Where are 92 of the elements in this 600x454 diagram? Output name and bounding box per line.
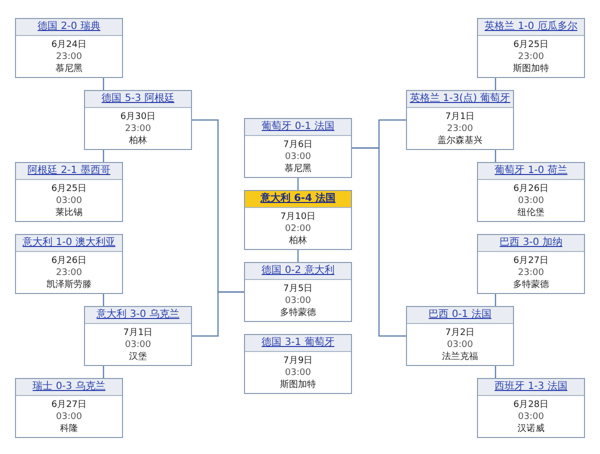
match-box xyxy=(244,262,352,322)
match-box xyxy=(406,306,514,366)
match-box xyxy=(477,18,585,78)
match-time: 03:00 xyxy=(447,339,473,351)
match-time: 23:00 xyxy=(56,267,82,279)
match-time: 23:00 xyxy=(518,267,544,279)
match-box xyxy=(477,234,585,294)
match-time: 23:00 xyxy=(518,51,544,63)
bracket-line xyxy=(102,78,104,90)
match-date: 6月27日 xyxy=(51,399,87,411)
match-box xyxy=(15,234,123,294)
match-title: 巴西 0-1 法国 xyxy=(407,307,513,324)
match-venue: 汉堡 xyxy=(129,351,147,363)
match-time: 03:00 xyxy=(518,411,544,423)
bracket-line xyxy=(297,250,299,262)
match-date: 7月6日 xyxy=(283,139,313,151)
bracket-line xyxy=(192,291,244,337)
match-box xyxy=(15,18,123,78)
bracket-line xyxy=(494,294,496,306)
match-box xyxy=(244,190,352,250)
bracket-line xyxy=(494,366,496,378)
bracket-line xyxy=(297,178,299,190)
match-date: 7月5日 xyxy=(283,283,313,295)
match-date: 6月30日 xyxy=(120,111,156,123)
bracket-line xyxy=(102,150,104,162)
match-venue: 纽伦堡 xyxy=(518,207,544,219)
match-box xyxy=(477,162,585,222)
match-venue: 汉诺威 xyxy=(518,423,544,435)
match-time: 03:00 xyxy=(518,195,544,207)
bracket-line xyxy=(102,294,104,306)
match-venue: 柏林 xyxy=(129,135,147,147)
match-title: 阿根廷 2-1 墨西哥 xyxy=(16,163,122,180)
match-date: 7月9日 xyxy=(283,355,313,367)
match-date: 6月26日 xyxy=(51,255,87,267)
match-date: 7月1日 xyxy=(445,111,475,123)
match-date: 6月26日 xyxy=(513,183,549,195)
match-venue: 斯图加特 xyxy=(513,63,549,75)
match-venue: 盖尔森基兴 xyxy=(438,135,482,147)
match-time: 23:00 xyxy=(447,123,473,135)
match-date: 7月2日 xyxy=(445,327,475,339)
match-title: 英格兰 1-0 厄瓜多尔 xyxy=(478,19,584,36)
match-box xyxy=(406,90,514,150)
match-box xyxy=(244,334,352,394)
match-date: 6月28日 xyxy=(513,399,549,411)
match-title: 葡萄牙 1-0 荷兰 xyxy=(478,163,584,180)
match-time: 03:00 xyxy=(56,411,82,423)
match-title: 巴西 3-0 加纳 xyxy=(478,235,584,252)
match-time: 03:00 xyxy=(125,339,151,351)
match-title: 意大利 3-0 乌克兰 xyxy=(85,307,191,324)
bracket-line xyxy=(494,78,496,90)
match-venue: 慕尼黑 xyxy=(56,63,82,75)
match-date: 6月24日 xyxy=(51,39,87,51)
match-title: 瑞士 0-3 乌克兰 xyxy=(16,379,122,396)
match-box xyxy=(244,118,352,178)
match-venue: 多特蒙德 xyxy=(513,279,549,291)
match-box xyxy=(477,378,585,438)
match-venue: 柏林 xyxy=(289,235,307,247)
match-venue: 科隆 xyxy=(60,423,78,435)
match-title: 德国 0-2 意大利 xyxy=(245,263,351,280)
match-time: 03:00 xyxy=(285,295,311,307)
match-date: 7月1日 xyxy=(123,327,153,339)
match-venue: 莱比锡 xyxy=(56,207,82,219)
bracket-line xyxy=(494,150,496,162)
bracket-line xyxy=(102,366,104,378)
match-time: 23:00 xyxy=(125,123,151,135)
match-box xyxy=(84,90,192,150)
match-venue: 斯图加特 xyxy=(280,379,316,391)
match-box xyxy=(15,378,123,438)
match-venue: 凯泽斯劳滕 xyxy=(46,279,92,291)
match-title: 葡萄牙 0-1 法国 xyxy=(245,119,351,136)
match-date: 7月10日 xyxy=(280,211,316,223)
match-title: 英格兰 1-3(点) 葡萄牙 xyxy=(407,91,513,108)
match-title: 德国 3-1 葡萄牙 xyxy=(245,335,351,352)
match-time: 03:00 xyxy=(56,195,82,207)
match-time: 02:00 xyxy=(285,223,311,235)
match-venue: 慕尼黑 xyxy=(284,163,312,175)
bracket-line xyxy=(352,147,406,337)
match-time: 03:00 xyxy=(285,367,311,379)
match-title: 意大利 1-0 澳大利亚 xyxy=(16,235,122,252)
match-venue: 法兰克福 xyxy=(442,351,478,363)
match-time: 23:00 xyxy=(56,51,82,63)
match-title: 德国 5-3 阿根廷 xyxy=(85,91,191,108)
match-box xyxy=(15,162,123,222)
match-box xyxy=(84,306,192,366)
match-title: 德国 2-0 瑞典 xyxy=(16,19,122,36)
match-date: 6月25日 xyxy=(51,183,87,195)
match-title: 意大利 6-4 法国 xyxy=(245,191,351,208)
match-date: 6月27日 xyxy=(513,255,549,267)
match-venue: 多特蒙德 xyxy=(280,307,316,319)
match-time: 03:00 xyxy=(285,151,311,163)
match-title: 西班牙 1-3 法国 xyxy=(478,379,584,396)
match-date: 6月25日 xyxy=(513,39,549,51)
